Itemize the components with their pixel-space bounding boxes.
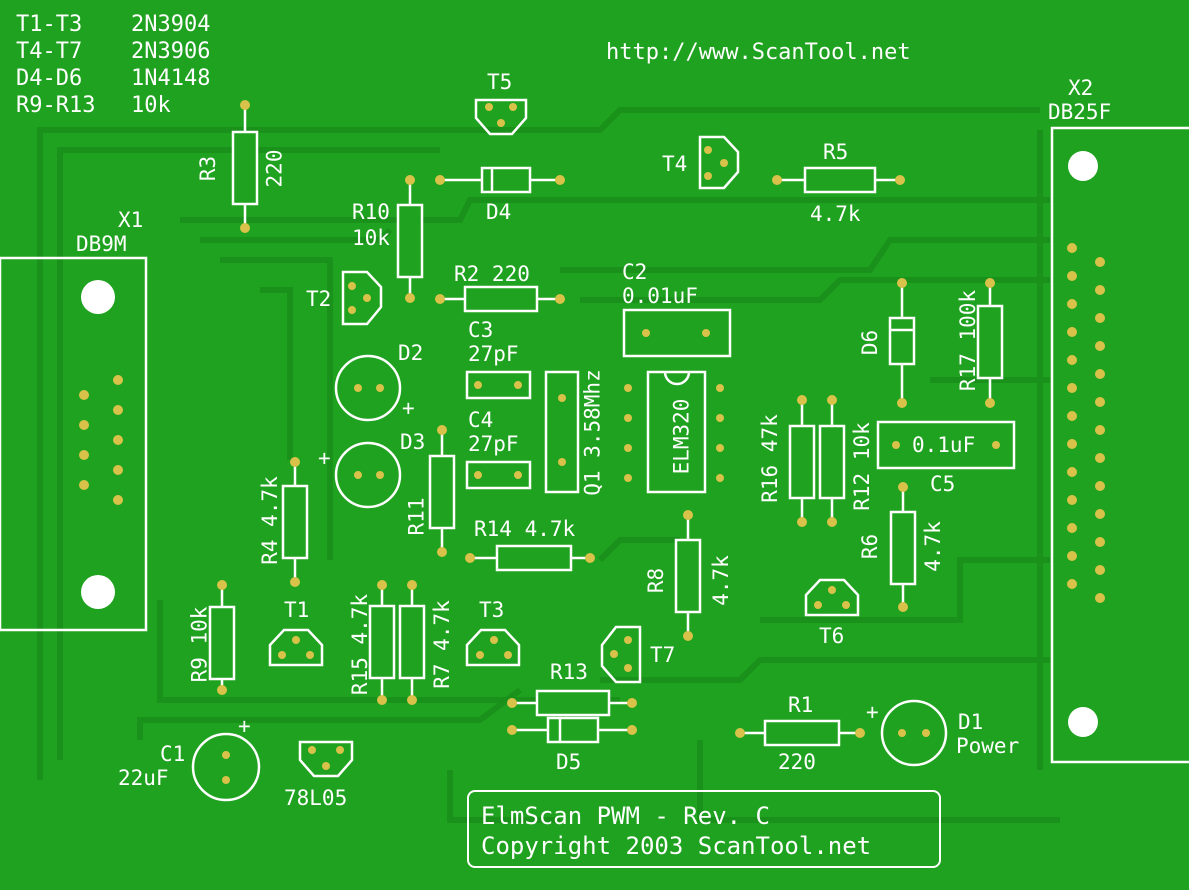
- x2-mount-hole: [1068, 151, 1098, 181]
- d1-polarity-mark: +: [866, 700, 879, 724]
- c4-value-label: 27pF: [468, 432, 519, 456]
- x2-connector-outline: [1050, 126, 1189, 764]
- t4-label: T4: [662, 152, 688, 176]
- note-ref: T4-T7: [16, 39, 83, 64]
- board-copyright: Copyright 2003 ScanTool.net: [481, 832, 872, 860]
- note-part: 2N3904: [131, 12, 211, 37]
- r3-value-label: 220: [262, 149, 287, 188]
- note-part: 10k: [131, 93, 171, 118]
- c1-polarity-mark: +: [238, 714, 251, 738]
- r8-ref-label: R8: [644, 567, 669, 594]
- t2-label: T2: [306, 287, 332, 311]
- t1-label: T1: [284, 598, 310, 622]
- d3-label: D3: [400, 430, 426, 454]
- c5-value-label: 0.1uF: [912, 433, 976, 457]
- r5-value-label: 4.7k: [810, 202, 861, 226]
- r17-label: R17 100k: [956, 289, 981, 392]
- r16-label: R16 47k: [757, 414, 782, 503]
- x1-connector-outline: [0, 256, 148, 632]
- copper-traces: [37, 107, 1060, 823]
- x1-mount-hole: [81, 280, 115, 314]
- regulator-label: 78L05: [284, 786, 348, 810]
- t5-label: T5: [487, 70, 513, 94]
- r9-label: R9 10k: [187, 606, 212, 683]
- d2-polarity-mark: +: [402, 396, 415, 420]
- website-url: http://www.ScanTool.net: [606, 40, 911, 65]
- r6-value-label: 4.7k: [920, 521, 945, 572]
- r6-ref-label: R6: [858, 533, 883, 560]
- c2-value-label: 0.01uF: [622, 284, 698, 308]
- r10-ref-label: R10: [352, 200, 390, 224]
- r12-label: R12 10k: [849, 422, 874, 511]
- t7-label: T7: [650, 643, 676, 667]
- ic-label: ELM320: [669, 398, 694, 475]
- d1-value-label: Power: [956, 734, 1020, 758]
- crystal-label: Q1 3.58Mhz: [580, 369, 605, 496]
- d6-label: D6: [858, 329, 883, 356]
- note-part: 2N3906: [131, 39, 211, 64]
- component-pads: [217, 100, 1000, 784]
- note-ref: T1-T3: [16, 12, 83, 37]
- r7-label: R7 4.7k: [429, 600, 454, 689]
- r2-label: R2 220: [454, 262, 530, 286]
- r13-label: R13: [550, 660, 588, 684]
- r14-label: R14 4.7k: [474, 517, 576, 541]
- c3-value-label: 27pF: [468, 342, 519, 366]
- x2-type-label: DB25F: [1048, 100, 1112, 124]
- c4-ref-label: C4: [468, 408, 494, 432]
- c2-ref-label: C2: [622, 260, 648, 284]
- r1-value-label: 220: [778, 750, 816, 774]
- led-outlines: [191, 354, 948, 802]
- c3-ref-label: C3: [468, 318, 494, 342]
- d2-label: D2: [398, 341, 424, 365]
- x2-pins: [1067, 243, 1105, 603]
- c5-ref-label: C5: [930, 472, 956, 496]
- c1-value-label: 22uF: [118, 766, 169, 790]
- x2-ref-label: X2: [1068, 76, 1094, 100]
- note-ref: D4-D6: [16, 66, 83, 91]
- r4-label: R4 4.7k: [257, 476, 282, 565]
- r8-value-label: 4.7k: [708, 555, 733, 606]
- transistor-outlines: [268, 98, 860, 778]
- x2-mount-hole: [1068, 707, 1098, 737]
- x1-type-label: DB9M: [76, 232, 127, 256]
- d4-label: D4: [486, 200, 512, 224]
- note-ref: R9-R13: [16, 93, 96, 118]
- resistor-bodies: [208, 105, 1004, 747]
- board-title: ElmScan PWM - Rev. C: [481, 802, 770, 830]
- d1-ref-label: D1: [958, 710, 984, 734]
- t6-label: T6: [819, 624, 845, 648]
- c1-ref-label: C1: [160, 742, 186, 766]
- x1-ref-label: X1: [118, 208, 144, 232]
- r1-ref-label: R1: [788, 693, 814, 717]
- r5-ref-label: R5: [823, 140, 849, 164]
- d3-polarity-mark: +: [318, 446, 331, 470]
- r3-ref-label: R3: [196, 155, 221, 182]
- note-part: 1N4148: [131, 66, 211, 91]
- diode-bodies: [440, 166, 916, 744]
- r15-label: R15 4.7k: [348, 593, 373, 696]
- capacitor-bodies: [465, 308, 1016, 494]
- board-title-box: ElmScan PWM - Rev. C Copyright 2003 Scan…: [467, 790, 941, 868]
- r10-value-label: 10k: [352, 226, 390, 250]
- x1-mount-hole: [81, 575, 115, 609]
- r11-label: R11: [404, 497, 429, 536]
- d5-label: D5: [556, 750, 582, 774]
- t3-label: T3: [479, 598, 505, 622]
- x1-pins: [79, 375, 123, 505]
